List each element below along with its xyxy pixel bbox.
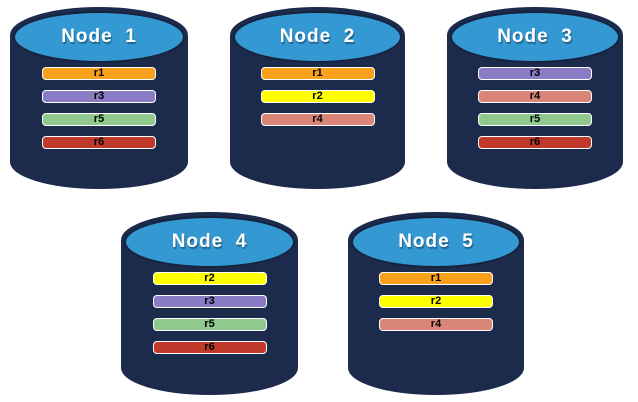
cylinder-top: Node 4 <box>124 216 295 268</box>
cylinder-top: Node 1 <box>13 11 185 63</box>
database-node-4: Node 4 r2 r3 r5 r6 <box>121 212 298 395</box>
database-node-2: Node 2 r1 r2 r4 <box>230 7 405 189</box>
cylinder-bottom <box>348 341 524 395</box>
node-title: Node 3 <box>497 26 573 47</box>
replica-list: r2 r3 r5 r6 <box>121 272 298 354</box>
cylinder-top: Node 5 <box>351 216 521 268</box>
replica-bar-r4: r4 <box>478 90 592 103</box>
replica-bar-r4: r4 <box>379 318 493 331</box>
replica-bar-r5: r5 <box>478 113 592 126</box>
cylinder-top: Node 3 <box>450 11 620 63</box>
replica-list: r1 r2 r4 <box>230 67 405 126</box>
replica-bar-r5: r5 <box>152 318 267 331</box>
replica-bar-r2: r2 <box>379 295 493 308</box>
replica-bar-r1: r1 <box>42 67 156 80</box>
cylinder-bottom <box>230 135 405 189</box>
replica-bar-r5: r5 <box>42 113 156 126</box>
replica-bar-r1: r1 <box>379 272 493 285</box>
database-node-3: Node 3 r3 r4 r5 r6 <box>447 7 623 189</box>
replica-bar-r2: r2 <box>152 272 267 285</box>
node-title: Node 2 <box>279 26 356 47</box>
replica-bar-r1: r1 <box>260 67 375 80</box>
node-title: Node 4 <box>171 231 248 252</box>
database-node-1: Node 1 r1 r3 r5 r6 <box>10 7 188 189</box>
replica-bar-r3: r3 <box>152 295 267 308</box>
replica-bar-r6: r6 <box>42 136 156 149</box>
replica-bar-r4: r4 <box>260 113 375 126</box>
replica-bar-r2: r2 <box>260 90 375 103</box>
replica-bar-r3: r3 <box>478 67 592 80</box>
replica-bar-r3: r3 <box>42 90 156 103</box>
replica-bar-r6: r6 <box>152 341 267 354</box>
replica-list: r1 r2 r4 <box>348 272 524 331</box>
cylinder-top: Node 2 <box>233 11 402 63</box>
node-title: Node 1 <box>61 26 137 47</box>
database-node-5: Node 5 r1 r2 r4 <box>348 212 524 395</box>
replica-list: r3 r4 r5 r6 <box>447 67 623 149</box>
node-title: Node 5 <box>398 231 474 252</box>
replica-list: r1 r3 r5 r6 <box>10 67 188 149</box>
replica-bar-r6: r6 <box>478 136 592 149</box>
